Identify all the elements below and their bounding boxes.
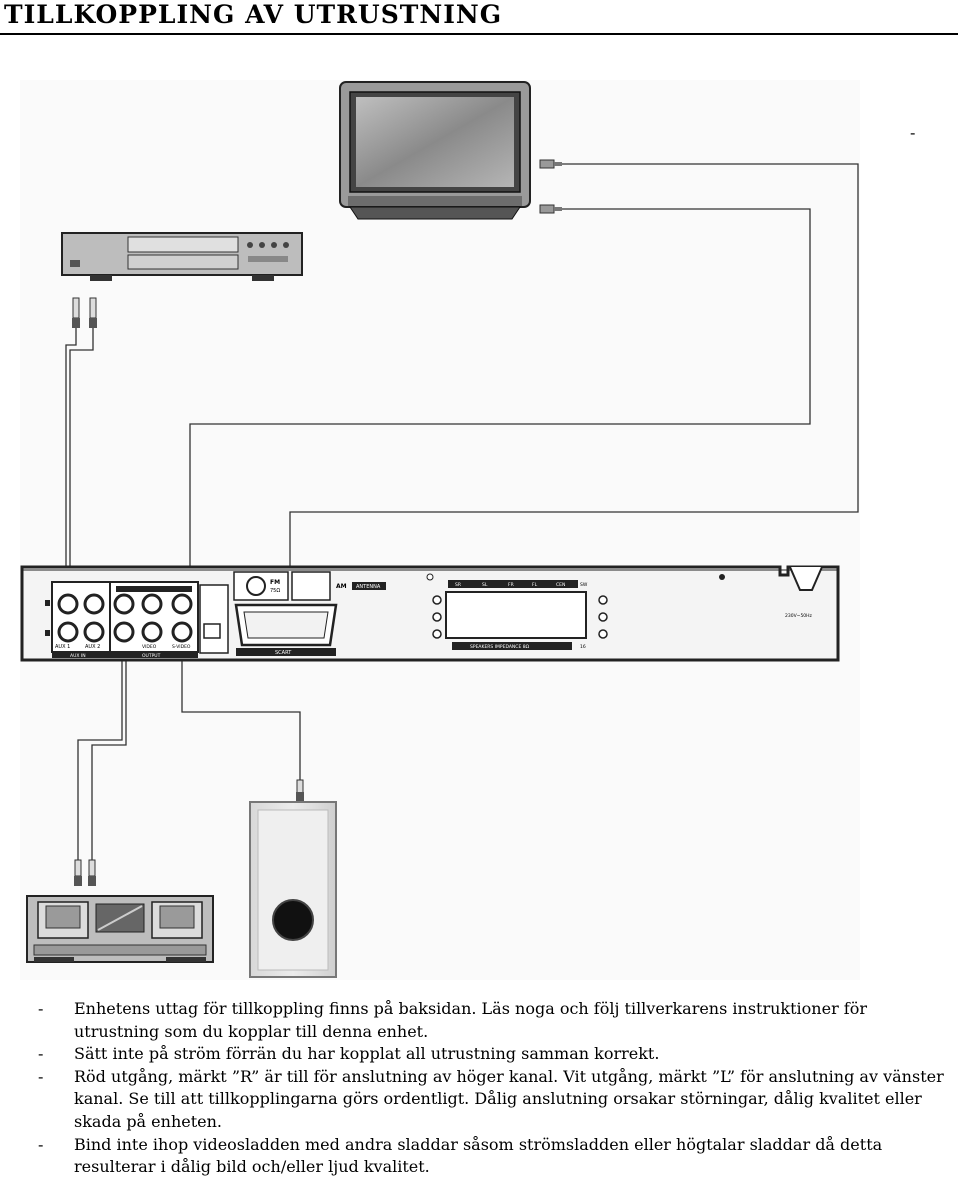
cassette-deck — [26, 895, 214, 963]
instruction-text: Röd utgång, märkt ”R” är till för anslut… — [74, 1066, 944, 1131]
stray-dash: - — [910, 123, 915, 142]
diagram-background — [20, 80, 860, 980]
panel-label-svideo: S-VIDEO — [172, 644, 191, 650]
dvd-rca-plugs — [72, 297, 97, 328]
instruction-item: - Röd utgång, märkt ”R” är till för ansl… — [0, 1066, 960, 1134]
page-title: TILLKOPPLING AV UTRUSTNING — [4, 0, 503, 29]
panel-label-am: AM — [336, 583, 347, 590]
panel-label-sixteen: 16 — [580, 644, 586, 650]
instruction-text: Bind inte ihop videosladden med andra sl… — [74, 1134, 883, 1177]
panel-label-fl: FL — [532, 582, 538, 588]
panel-label-speakers_impedance: SPEAKERS IMPEDANCE 8Ω — [470, 644, 530, 650]
cassette-rca-plugs — [74, 859, 96, 886]
instruction-item: - Bind inte ihop videosladden med andra … — [0, 1134, 960, 1179]
instruction-text: Sätt inte på ström förrän du har kopplat… — [74, 1044, 660, 1064]
title-rule — [0, 33, 958, 35]
subwoofer — [249, 801, 337, 978]
panel-label-aux1: AUX 1 — [55, 644, 70, 650]
bullet-dash: - — [38, 999, 44, 1018]
panel-label-power: 230V~50Hz — [785, 613, 813, 619]
panel-label-fm_ohm: 75Ω — [270, 588, 280, 594]
instructions-list: - Enhetens uttag för tillkoppling finns … — [0, 998, 960, 1179]
panel-label-video: VIDEO — [142, 644, 157, 650]
panel-label-sr: SR — [455, 582, 461, 588]
dvd-player — [61, 232, 303, 281]
instruction-text: Enhetens uttag för tillkoppling finns på… — [74, 999, 868, 1041]
panel-label-fr: FR — [508, 582, 514, 588]
panel-label-cen: CEN — [556, 582, 565, 588]
bullet-dash: - — [38, 1134, 44, 1154]
bullet-dash: - — [38, 1066, 44, 1086]
subwoofer-plug — [296, 779, 304, 802]
panel-label-antenna: ANTENNA — [356, 584, 381, 590]
cables — [65, 163, 859, 860]
panel-label-aux_in: AUX IN — [70, 653, 86, 659]
panel-label-fm: FM — [270, 579, 280, 586]
panel-label-sw: SW — [580, 582, 588, 588]
panel-label-aux2: AUX 2 — [85, 644, 100, 650]
instruction-item: - Enhetens uttag för tillkoppling finns … — [0, 998, 960, 1043]
receiver-back-panel: AUX 1 AUX 2 AUX IN VIDEO S-VIDEO OUTPUT … — [20, 565, 840, 662]
bullet-dash: - — [38, 1044, 44, 1064]
panel-label-scart: SCART — [275, 650, 292, 656]
panel-label-sl: SL — [482, 582, 488, 588]
television — [339, 81, 531, 220]
connection-diagram: - — [20, 80, 915, 980]
instruction-item: - Sätt inte på ström förrän du har koppl… — [0, 1043, 960, 1066]
tv-plugs — [539, 159, 562, 214]
panel-label-output: OUTPUT — [142, 653, 161, 659]
